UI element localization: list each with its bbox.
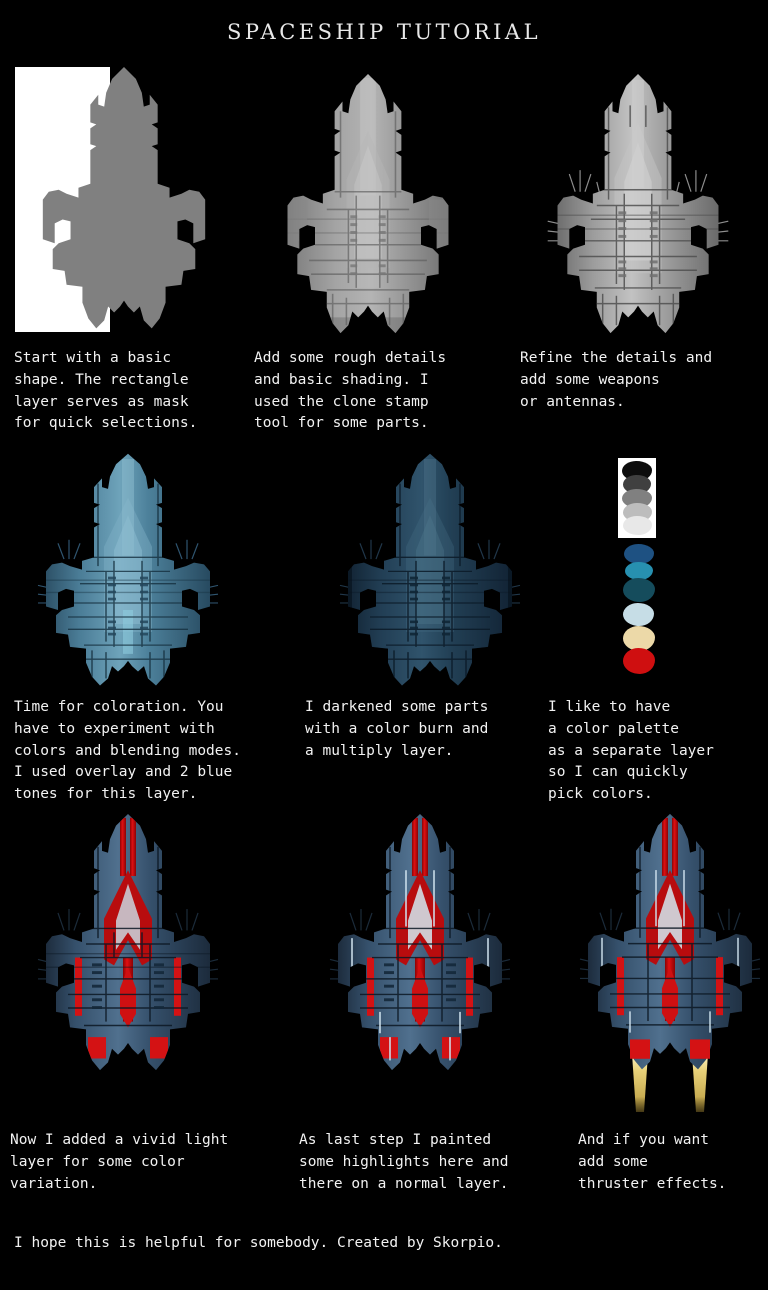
step-3-caption: Refine the details and add some weapons … bbox=[520, 350, 713, 410]
palette-swatch-color-0 bbox=[624, 544, 654, 564]
step-4-ship bbox=[28, 452, 228, 689]
palette-swatch-color-2 bbox=[623, 578, 655, 602]
step-9-caption: And if you want add some thruster effect… bbox=[578, 1132, 727, 1192]
step-2-ship bbox=[268, 72, 468, 337]
step-1-caption: Start with a basic shape. The rectangle … bbox=[14, 350, 198, 432]
step-6-caption: I like to have a color palette as a sepa… bbox=[548, 699, 714, 803]
footer-credit: I hope this is helpful for somebody. Cre… bbox=[14, 1235, 503, 1251]
step-3-ship bbox=[538, 72, 738, 337]
step-8-caption: As last step I painted some highlights h… bbox=[299, 1132, 509, 1192]
step-1-ship bbox=[0, 62, 256, 337]
step-9-ship bbox=[570, 812, 768, 1112]
palette-swatch-color-4 bbox=[623, 626, 655, 651]
thruster-flames bbox=[632, 1053, 708, 1112]
step-4-caption: Time for coloration. You have to experim… bbox=[14, 699, 241, 803]
step-7-caption: Now I added a vivid light layer for some… bbox=[10, 1132, 229, 1192]
palette-swatch-grey-4 bbox=[623, 516, 652, 535]
step-5-ship bbox=[330, 452, 530, 689]
palette-swatch-color-1 bbox=[625, 562, 653, 580]
page-title: SPACESHIP TUTORIAL bbox=[226, 20, 542, 44]
step-7-ship bbox=[28, 812, 228, 1074]
step-5-caption: I darkened some parts with a color burn … bbox=[305, 699, 489, 759]
color-palette bbox=[618, 458, 668, 674]
step-2-caption: Add some rough details and basic shading… bbox=[254, 350, 447, 432]
thruster-nozzles bbox=[630, 1039, 710, 1059]
palette-swatch-color-5 bbox=[623, 648, 655, 674]
step-8-ship bbox=[320, 812, 520, 1074]
palette-swatch-color-3 bbox=[623, 603, 654, 626]
